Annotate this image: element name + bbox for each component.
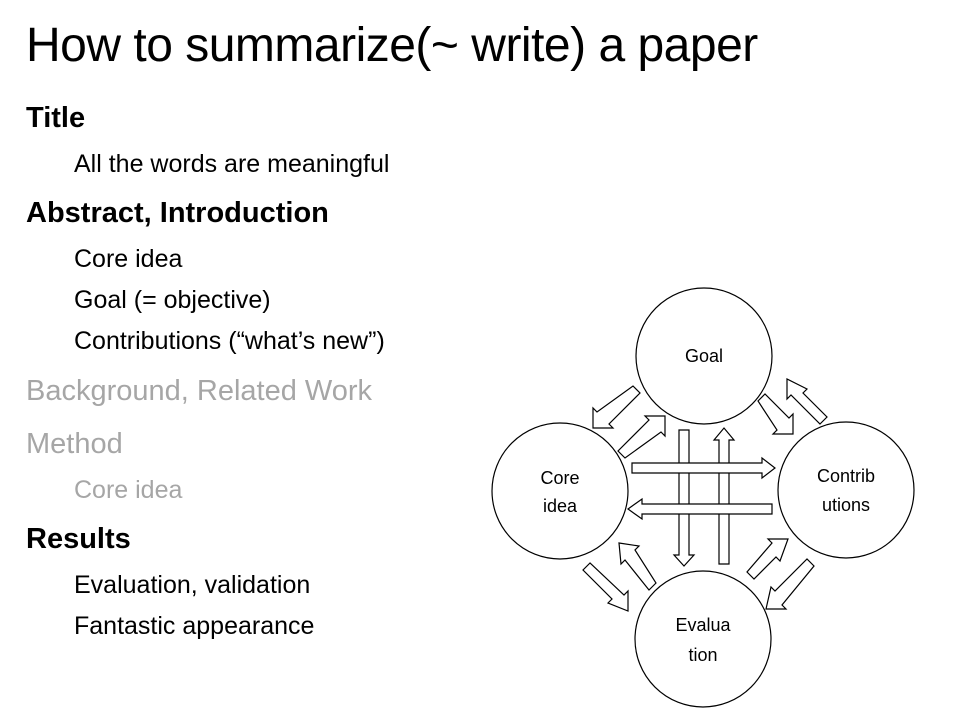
results-item-1: Evaluation, validation <box>74 571 311 599</box>
arrow-goal-to-eval <box>672 429 696 567</box>
node-contrib-label-line1: Contrib <box>817 466 875 486</box>
arrow-core-to-contrib <box>631 456 776 480</box>
section-title-heading: Title <box>26 102 86 134</box>
node-goal: Goal <box>635 287 773 425</box>
arrow-goal-to-core <box>592 385 641 429</box>
arrow-eval-to-contrib <box>746 538 789 580</box>
abstract-item-3: Contributions (“what’s new”) <box>74 327 385 355</box>
arrow-contrib-to-core <box>626 497 773 521</box>
arrow-contrib-to-eval <box>765 558 815 610</box>
title-item-1: All the words are meaningful <box>74 150 390 178</box>
node-eval-label-line1: Evalua <box>675 615 731 635</box>
node-evaluation: Evalua tion <box>634 570 772 708</box>
section-results-heading: Results <box>26 523 131 555</box>
arrow-contrib-to-goal <box>786 378 828 425</box>
method-item-1: Core idea <box>74 476 183 504</box>
section-method-heading: Method <box>26 428 123 460</box>
node-core-label-line2: idea <box>543 496 578 516</box>
section-background-heading: Background, Related Work <box>26 375 373 407</box>
abstract-item-2: Goal (= objective) <box>74 286 271 314</box>
node-goal-label: Goal <box>685 346 723 366</box>
paper-elements-diagram: Goal Core idea Contrib utions Evalua tio… <box>491 287 915 708</box>
diagram-arrows <box>582 378 828 612</box>
node-contributions: Contrib utions <box>777 421 915 559</box>
node-eval-label-line2: tion <box>688 645 717 665</box>
arrow-core-to-goal <box>617 415 666 459</box>
arrow-goal-to-contrib <box>757 393 794 435</box>
slide-title: How to summarize(~ write) a paper <box>26 19 758 72</box>
section-abstract-heading: Abstract, Introduction <box>26 197 329 229</box>
results-item-2: Fantastic appearance <box>74 612 315 640</box>
abstract-item-1: Core idea <box>74 245 183 273</box>
arrow-eval-to-goal <box>712 427 736 565</box>
node-core-idea: Core idea <box>491 422 629 560</box>
node-core-label-line1: Core <box>540 468 579 488</box>
node-contrib-label-line2: utions <box>822 495 870 515</box>
arrow-eval-to-core <box>618 542 657 591</box>
arrow-core-to-eval <box>582 562 629 612</box>
